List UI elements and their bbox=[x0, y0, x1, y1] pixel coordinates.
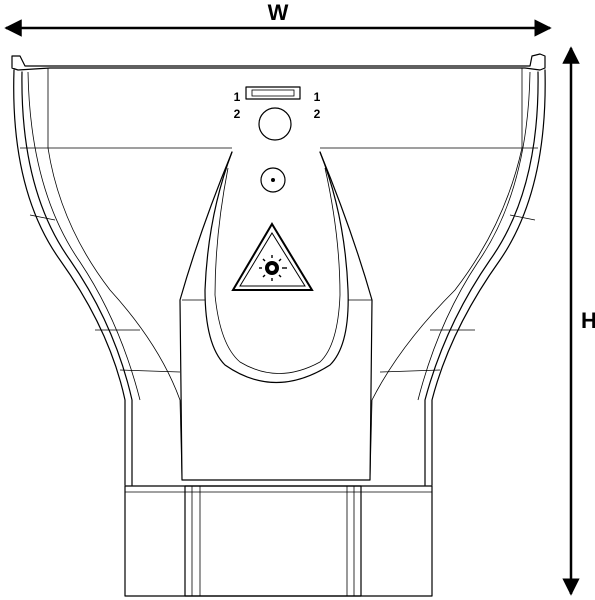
left-wing-edge bbox=[47, 68, 183, 481]
top-rim bbox=[11, 53, 546, 71]
switch-left-bottom-label: 2 bbox=[234, 107, 241, 121]
center-arch-outer bbox=[204, 151, 349, 383]
right-wing-inner bbox=[424, 71, 539, 486]
base-block bbox=[124, 485, 433, 597]
small-lens-center bbox=[271, 178, 275, 182]
front-panel bbox=[179, 151, 373, 481]
height-dimension: H bbox=[562, 46, 595, 596]
warning-triangle-inner bbox=[239, 232, 306, 287]
left-wing-line bbox=[27, 71, 141, 401]
laser-warning-icon bbox=[231, 222, 314, 291]
front-panel-outline bbox=[179, 151, 373, 481]
height-label: H bbox=[581, 308, 595, 333]
right-wing-outer bbox=[431, 69, 546, 486]
right-wing-edge bbox=[369, 68, 523, 481]
left-wing-inner bbox=[21, 71, 133, 486]
small-lens bbox=[260, 167, 286, 193]
center-arch-inner bbox=[214, 167, 341, 374]
switch-slot bbox=[251, 89, 295, 97]
switch-body bbox=[245, 86, 301, 100]
laser-sun-core bbox=[269, 265, 275, 271]
width-dimension: W bbox=[4, 0, 552, 37]
switch-right-top-label: 1 bbox=[314, 90, 321, 104]
wing-divisions bbox=[29, 214, 536, 373]
left-wing-outer bbox=[13, 69, 126, 486]
base-center-panel bbox=[184, 485, 362, 597]
housing-outline bbox=[11, 53, 546, 486]
right-wing-line bbox=[417, 71, 531, 401]
large-lens bbox=[258, 107, 292, 141]
lower-base bbox=[124, 485, 433, 597]
switch-left-top-label: 1 bbox=[234, 90, 241, 104]
width-label: W bbox=[268, 0, 289, 25]
switch-right-bottom-label: 2 bbox=[314, 107, 321, 121]
selector-switch: 1 2 1 2 bbox=[234, 86, 321, 121]
laser-rays-icon bbox=[259, 255, 287, 281]
warning-triangle-outer bbox=[231, 222, 314, 291]
